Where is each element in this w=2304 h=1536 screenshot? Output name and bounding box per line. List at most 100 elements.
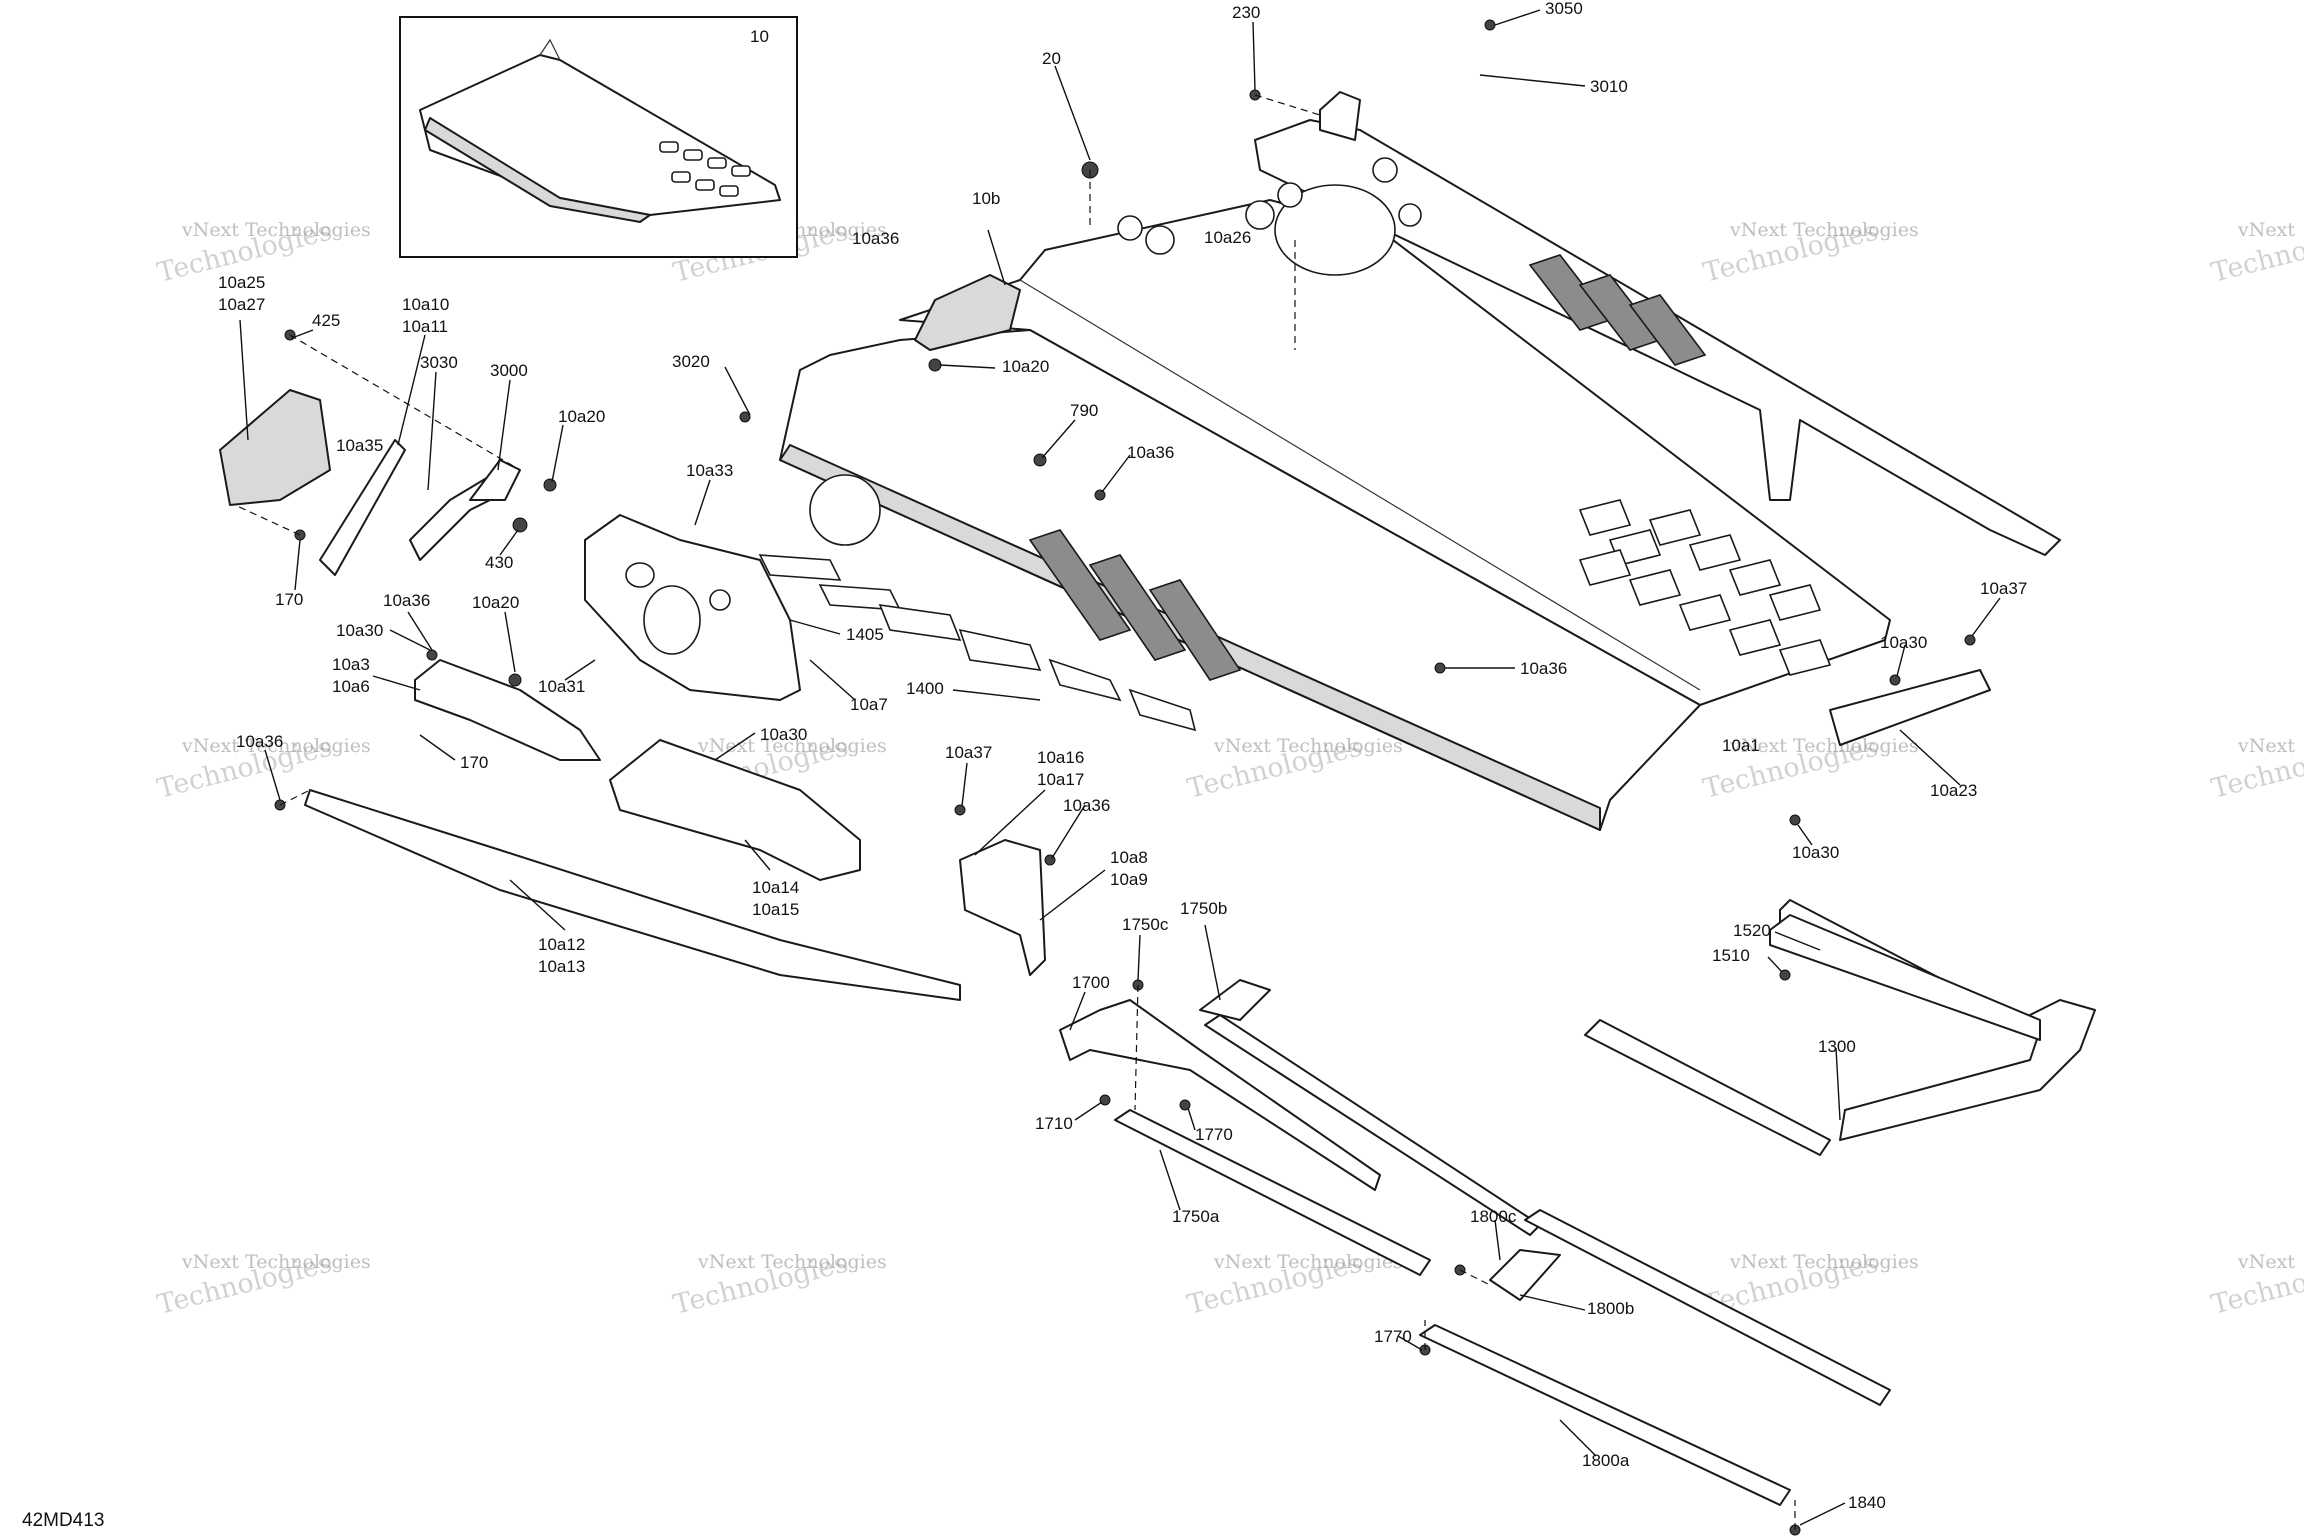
assembly-line (1459, 1269, 1491, 1286)
bracket-10a8 (959, 839, 1046, 976)
watermark-10: vNext Technologies (2208, 731, 2304, 804)
watermark-text: vNext Technologies (1213, 1251, 1403, 1273)
leader-line (1494, 1219, 1501, 1261)
front-fairing (914, 274, 1021, 351)
side-panel-hole (1372, 157, 1398, 183)
leader-line (407, 611, 433, 651)
inset-cutout (707, 157, 727, 169)
deck-cutout (1578, 499, 1632, 536)
bracket-10a23 (1829, 669, 1991, 746)
callout-3050: 3050 (1545, 0, 1583, 18)
leader-line (694, 479, 711, 526)
leader-line (1519, 1294, 1586, 1311)
callout-10a25: 10a25 (218, 273, 265, 292)
watermark-text: vNext Technologies (181, 1251, 371, 1273)
callout-10a26: 10a26 (1204, 228, 1251, 247)
left-footrest-parts (219, 389, 1046, 1001)
callout-1770-a: 1770 (1195, 1125, 1233, 1144)
leader-line (1039, 869, 1106, 921)
callout-1840: 1840 (1848, 1493, 1886, 1512)
leader-line (497, 379, 511, 471)
callout-1750c: 1750c (1122, 915, 1169, 934)
callout-10a23: 10a23 (1930, 781, 1977, 800)
inset-cutout (731, 165, 751, 177)
callout-10a33: 10a33 (686, 461, 733, 480)
callout-10a20-b: 10a20 (1002, 357, 1049, 376)
inset-bracket (539, 38, 561, 61)
callout-10a36-b: 10a36 (1127, 443, 1174, 462)
callout-10a3: 10a3 (332, 655, 370, 674)
callout-20: 20 (1042, 49, 1061, 68)
deck-boss (1117, 215, 1143, 241)
nut-10a20-c (508, 673, 522, 687)
callout-1800a: 1800a (1582, 1451, 1630, 1470)
callout-10a35: 10a35 (336, 436, 383, 455)
wall-cutout (1048, 658, 1122, 702)
watermark-text: vNext Technologies (697, 1251, 887, 1273)
callout-3020: 3020 (672, 352, 710, 371)
callout-10a1: 10a1 (1722, 736, 1760, 755)
callout-1400: 1400 (906, 679, 944, 698)
callout-3010: 3010 (1590, 77, 1628, 96)
screw-10a30-c (1789, 814, 1801, 826)
leader-line (427, 371, 437, 491)
assembly-line (289, 334, 521, 471)
drawing-code: 42MD413 (22, 1510, 104, 1531)
callout-1800c: 1800c (1470, 1207, 1517, 1226)
leader-line (789, 619, 841, 635)
assembly-line (1134, 984, 1139, 1111)
side-panel-hole (1398, 203, 1422, 227)
watermark-text: vNext Technologies (1213, 735, 1403, 757)
leader-line (419, 734, 456, 761)
callout-170-a: 170 (275, 590, 303, 609)
wall-cutout (758, 554, 842, 581)
rail-1800a (1419, 1324, 1791, 1506)
callout-10a13: 10a13 (538, 957, 585, 976)
bumper-1300 (1584, 1019, 1831, 1156)
deck-cutout (1678, 594, 1732, 631)
screw-10a36-c (426, 649, 438, 661)
leader-line (1101, 454, 1131, 493)
nut-430 (512, 517, 528, 533)
screw-10a36-d (1434, 662, 1446, 674)
watermark-4: vNext Technologies Technologies (1700, 215, 1919, 288)
deck-cutout (1728, 619, 1782, 656)
watermark-text: vNext Technologies (1729, 1251, 1919, 1273)
callout-1710: 1710 (1035, 1114, 1073, 1133)
deck-cutout (1648, 509, 1702, 546)
tunnel-wall-cutouts (758, 529, 1242, 732)
deck-cutout (1578, 549, 1632, 586)
bracket-1750b (1199, 979, 1271, 1021)
side-panel-bracket (1319, 91, 1361, 141)
watermark-text: vNext Technologies (1729, 219, 1919, 241)
screw-3050 (1484, 19, 1496, 31)
callout-10a37-b: 10a37 (945, 743, 992, 762)
callout-10a36-a: 10a36 (852, 229, 899, 248)
leader-line (291, 329, 314, 339)
screw-10a37 (1964, 634, 1976, 646)
footrest-10a25 (219, 389, 331, 506)
inset-assembly-view: 10 (399, 16, 798, 258)
rail-parts (1059, 669, 2096, 1506)
leader-line (1797, 824, 1813, 846)
plate-hole (625, 562, 655, 588)
leader-line (1559, 1419, 1597, 1457)
side-panel-vents (1528, 254, 1707, 366)
leader-line (1899, 729, 1961, 786)
watermark-5: vNext Technologies (2208, 215, 2304, 288)
leader-line (264, 749, 281, 801)
callout-1750a: 1750a (1172, 1207, 1220, 1226)
side-panel-vent (1628, 294, 1707, 366)
leader-line (1069, 991, 1086, 1031)
tunnel-assembly (758, 199, 1891, 831)
running-board-10a12 (304, 789, 961, 1001)
leader-line (1494, 9, 1541, 26)
leader-line (1479, 74, 1586, 87)
leader-line (1051, 804, 1086, 859)
callout-10a36-f: 10a36 (1063, 796, 1110, 815)
callout-1520: 1520 (1733, 921, 1771, 940)
leader-line (551, 424, 564, 483)
callout-10a16: 10a16 (1037, 748, 1084, 767)
callout-10a36-c: 10a36 (383, 591, 430, 610)
leader-line (294, 539, 301, 591)
